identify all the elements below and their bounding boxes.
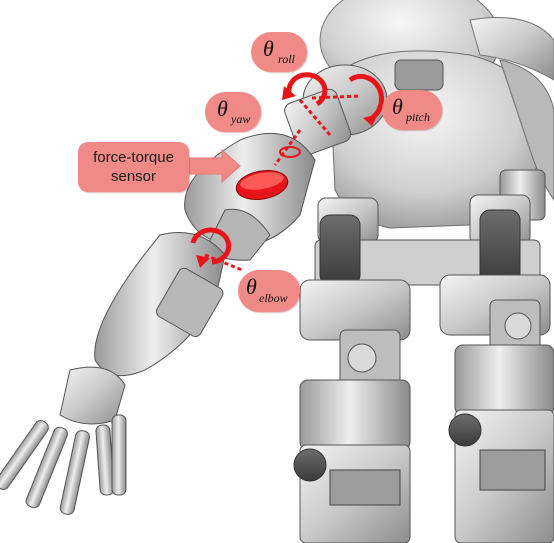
theta-yaw-symbol: θ [217, 96, 228, 122]
theta-yaw-label: θ yaw [205, 92, 261, 132]
theta-pitch-label: θ pitch [382, 90, 442, 130]
robot-right-leg [440, 275, 554, 543]
theta-roll-subscript: roll [278, 52, 295, 67]
robot-hand [0, 367, 126, 515]
theta-elbow-symbol: θ [246, 274, 257, 300]
theta-elbow-subscript: elbow [259, 291, 288, 306]
theta-roll-symbol: θ [263, 36, 274, 62]
theta-pitch-symbol: θ [392, 94, 403, 120]
sensor-callout-line2: sensor [78, 167, 189, 186]
theta-pitch-subscript: pitch [406, 110, 430, 125]
sensor-callout-line1: force-torque [78, 148, 189, 167]
theta-elbow-label: θ elbow [238, 270, 300, 312]
theta-roll-label: θ roll [251, 32, 307, 72]
theta-yaw-subscript: yaw [231, 112, 250, 127]
robot-left-leg [294, 280, 410, 543]
force-torque-sensor-callout: force-torque sensor [78, 142, 189, 192]
